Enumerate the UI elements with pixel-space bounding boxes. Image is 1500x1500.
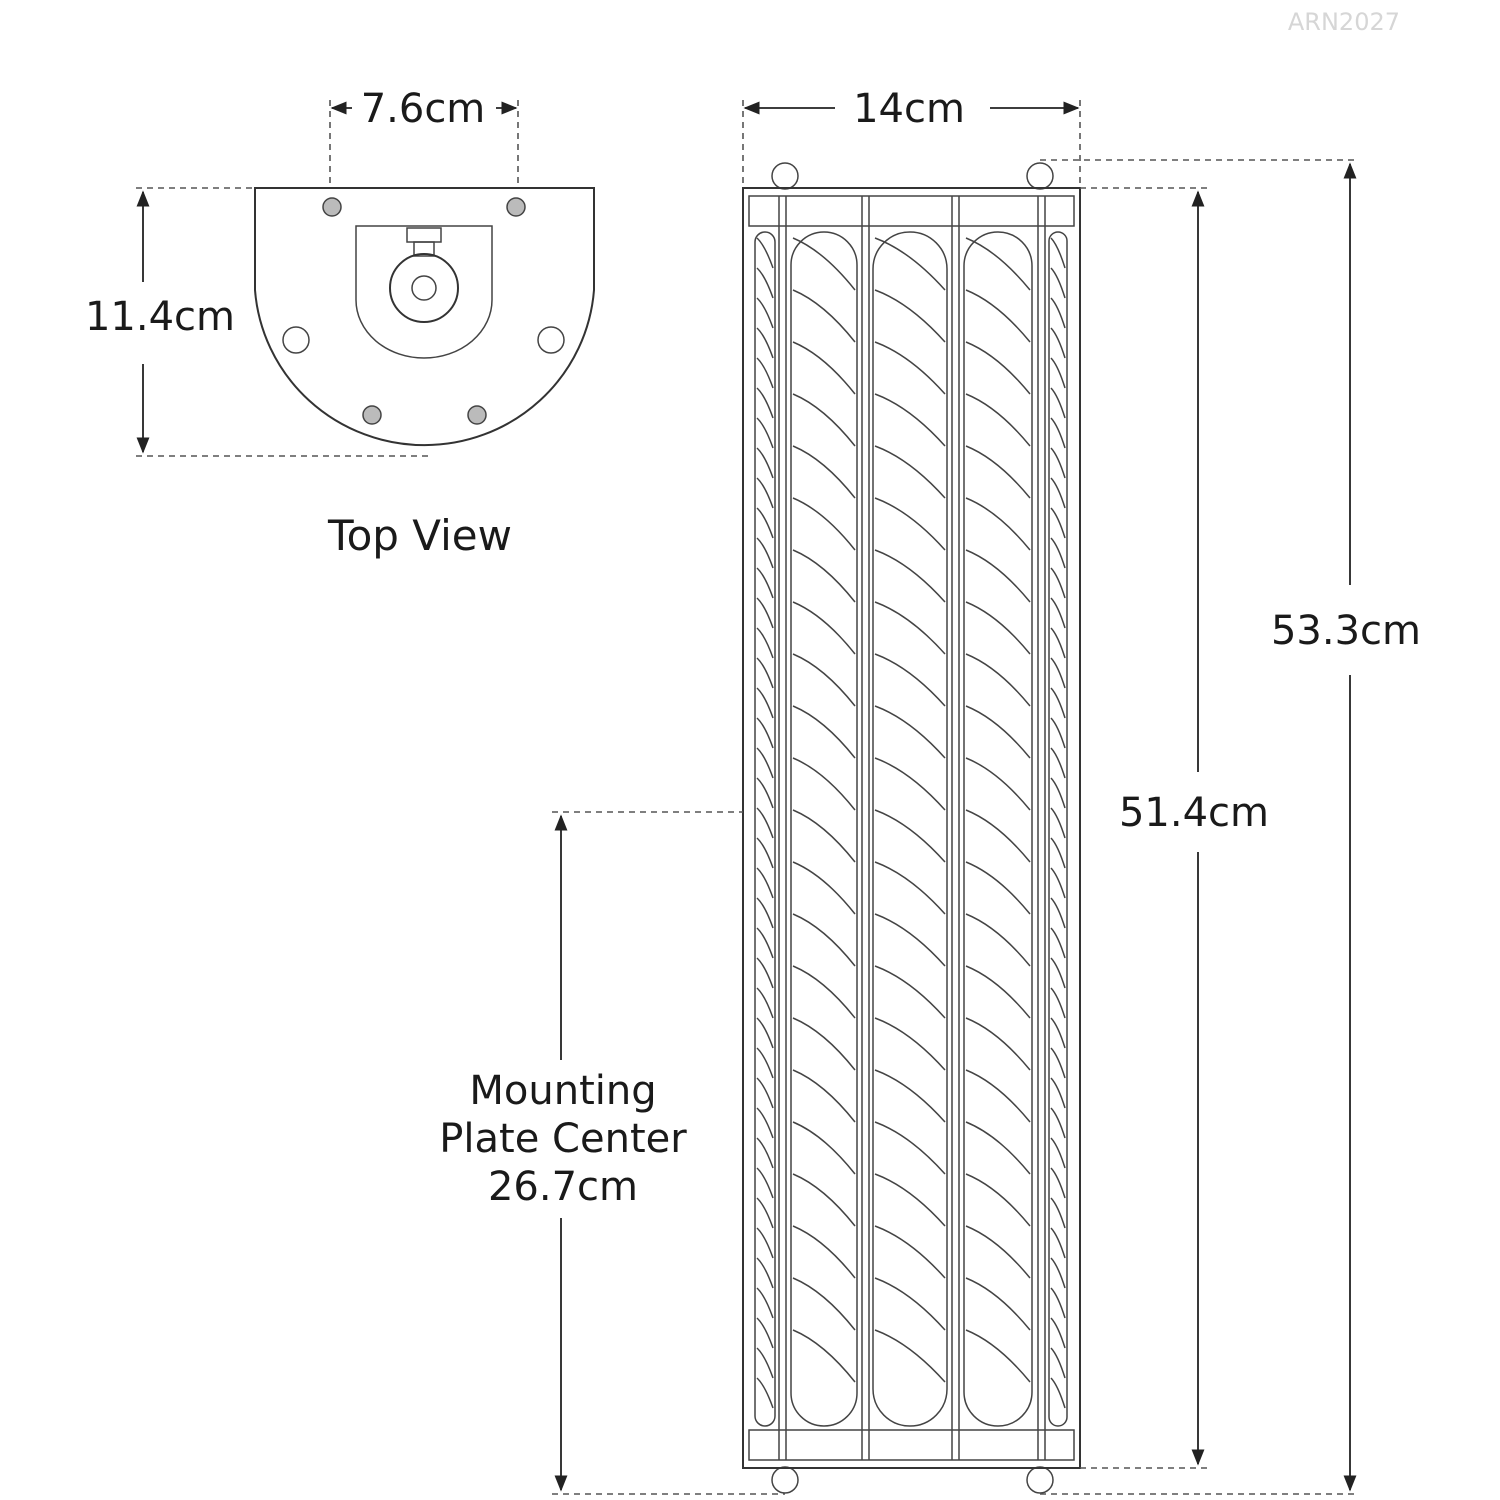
top-view-stem (406, 227, 442, 243)
glass-rods (754, 231, 1068, 1427)
glass-rod-twist (874, 237, 946, 1383)
mounting-hole-left (282, 326, 310, 354)
top-view-plate (254, 187, 595, 447)
mounting-label-line3: 26.7cm (488, 1164, 638, 1210)
mounting-hole-right (537, 326, 565, 354)
model-code: ARN2027 (1288, 8, 1400, 36)
top-band (748, 195, 1075, 227)
glass-rod-twist (1050, 237, 1066, 1409)
glass-rod (754, 231, 776, 1427)
top-view-caption: Top View (327, 511, 512, 560)
screw-icon (322, 197, 526, 425)
front-width-label: 14cm (853, 86, 965, 132)
top-view: 7.6cm 11.4cm Top View (85, 86, 595, 560)
top-depth-label: 11.4cm (85, 294, 235, 340)
top-view-socket (389, 253, 459, 323)
glass-rod (872, 231, 948, 1427)
top-view-bracket (355, 225, 493, 359)
glass-rod-twist (756, 237, 774, 1409)
front-view: 14cm 53.3cm 51.4cm Mounting Plate Center… (439, 86, 1421, 1495)
overall-height-label: 53.3cm (1271, 608, 1421, 654)
glass-rod (1048, 231, 1068, 1427)
glass-rod-twist (792, 237, 856, 1383)
glass-rod-twist (965, 237, 1031, 1383)
glass-rod (963, 231, 1033, 1427)
glass-rod (790, 231, 858, 1427)
fixture-body (742, 187, 1081, 1469)
mounting-label-line1: Mounting (469, 1068, 656, 1114)
mounting-label-line2: Plate Center (439, 1116, 687, 1162)
bottom-band (748, 1429, 1075, 1461)
body-height-label: 51.4cm (1119, 790, 1269, 836)
top-width-label: 7.6cm (361, 86, 486, 132)
